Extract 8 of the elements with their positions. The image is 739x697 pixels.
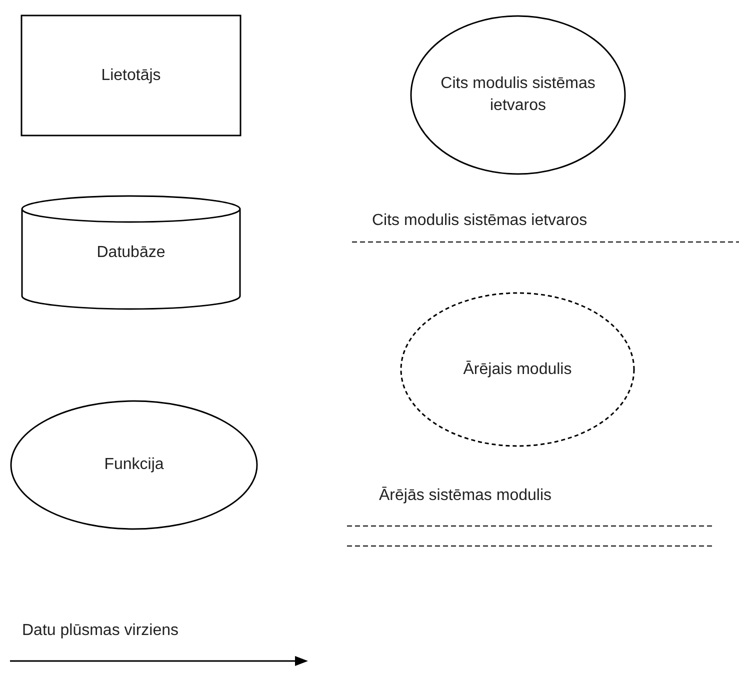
node-label: Datubāze <box>96 242 166 262</box>
node-label: Cits modulis sistēmas ietvaros <box>440 74 596 116</box>
node-label: Lietotājs <box>100 66 162 86</box>
node-label: Funkcija <box>103 455 165 475</box>
legend-text: Datu plūsmas virziens <box>22 622 178 640</box>
node-label: Cits modulis sistēmas ietvaros <box>372 211 588 231</box>
node-label: Ārējās sistēmas modulis <box>379 486 552 506</box>
node-label: Ārējais modulis <box>462 360 573 380</box>
